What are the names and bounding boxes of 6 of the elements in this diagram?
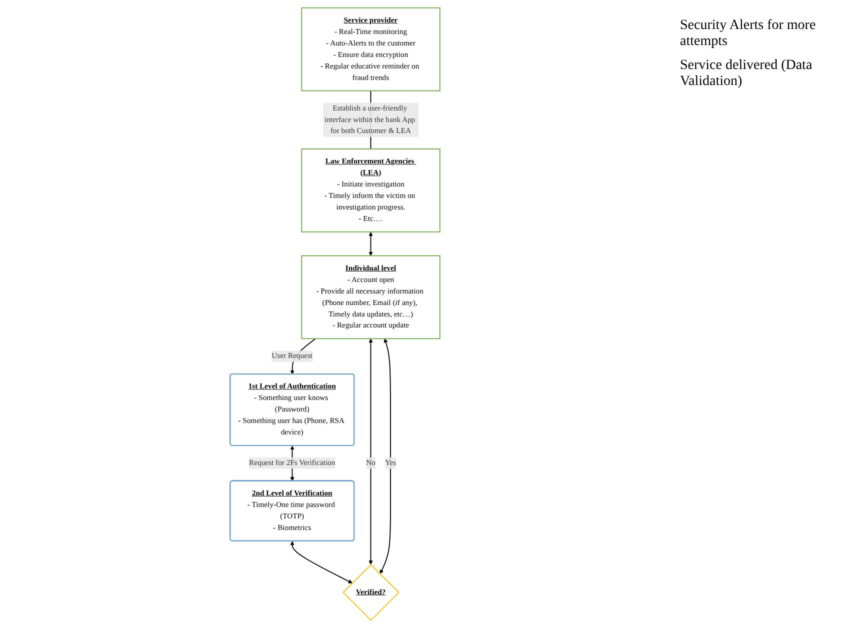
note-text: Service delivered (Data Validation) — [680, 58, 814, 90]
arrow — [290, 541, 352, 584]
arrow — [368, 232, 373, 256]
arrow — [380, 338, 391, 574]
note-text: Security Alerts for more attempts — [680, 18, 817, 50]
arrow — [368, 338, 373, 565]
